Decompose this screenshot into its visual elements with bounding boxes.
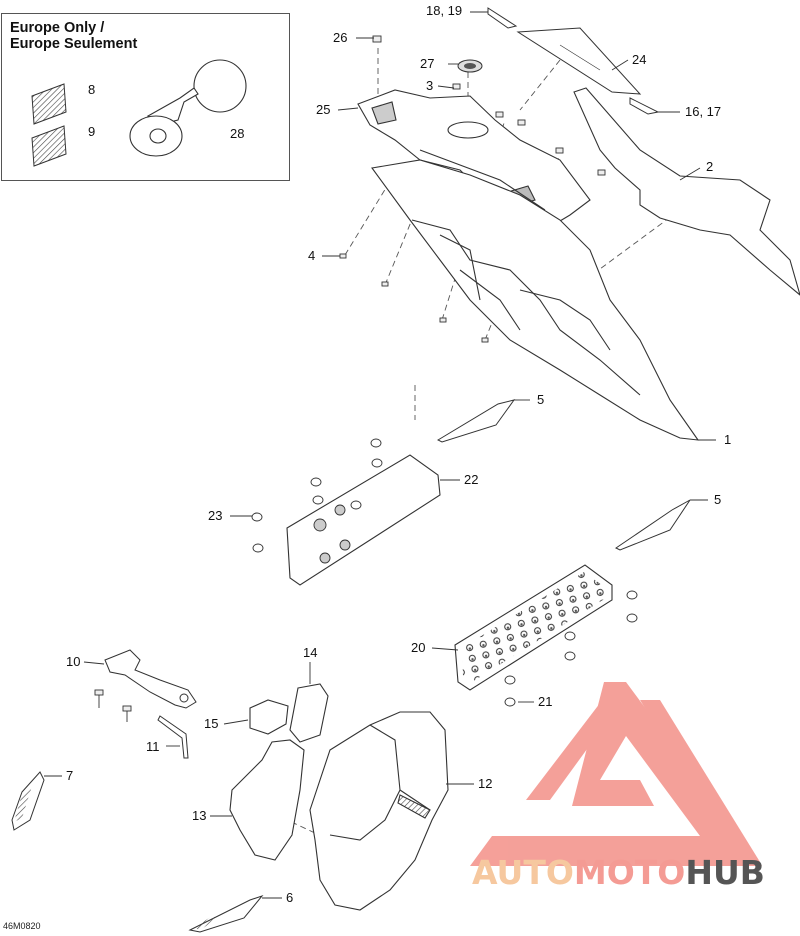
callout-15: 15 [204,716,219,731]
callout-20: 20 [411,640,426,655]
callout-6: 6 [286,890,294,905]
callout-7: 7 [66,768,74,783]
europe-inset: Europe Only / Europe Seulement [1,13,290,181]
console-screws [339,35,606,343]
callout-2: 2 [706,159,714,174]
callout-23: 23 [208,508,223,523]
grip-plate-20 [454,564,613,691]
callout-5b: 5 [714,492,722,507]
watermark-moto: MOTO [573,853,686,892]
plate-22 [286,454,441,586]
bracket-13 [229,739,305,861]
callout-8: 8 [88,82,96,97]
hex-key-11 [157,715,189,759]
callout-14: 14 [303,645,318,660]
pad-15 [249,699,289,735]
decal-16-17 [629,97,660,115]
pad-14 [289,683,329,743]
callout-12: 12 [478,776,493,791]
watermark-brand: AUTOMOTOHUB [472,855,765,891]
nuts-23 [251,438,383,553]
callout-1: 1 [724,432,732,447]
decal-7 [11,771,45,831]
gauge-cap-27 [457,59,483,73]
inset-title-line2: Europe Seulement [10,36,138,52]
callout-5a: 5 [537,392,545,407]
inset-drawing [31,59,247,167]
decal-18-19 [487,7,518,29]
decal-5a [436,399,516,443]
decal-7-hatch [14,786,32,822]
reflector-8-icon [31,83,67,125]
watermark-auto: AUTO [472,853,574,892]
sticker-2 [573,87,800,296]
reflector-9-icon [31,125,67,167]
callout-22: 22 [464,472,479,487]
upper-console-25 [357,89,591,231]
callout-24: 24 [632,52,647,67]
spanner-tool-10 [104,649,197,709]
callout-13: 13 [192,808,207,823]
callout-28: 28 [230,126,245,141]
decal-5b [615,499,691,551]
callout-11: 11 [146,739,160,754]
callout-10: 10 [66,654,81,669]
callout-3: 3 [426,78,434,93]
decal-24 [516,27,642,95]
drawing-code: 46M0820 [3,921,41,931]
watermark-hub: HUB [685,853,765,892]
nuts-21 [504,590,638,707]
callout-4: 4 [308,248,316,263]
callout-21: 21 [538,694,553,709]
callout-18-19: 18, 19 [426,3,463,18]
callout-16-17: 16, 17 [685,104,722,119]
inset-title-line1: Europe Only / [10,20,105,36]
callout-27: 27 [420,56,435,71]
bolts-10 [94,689,132,722]
inset-title: Europe Only / Europe Seulement [10,20,137,52]
watermark-logo-icon [470,682,762,866]
callout-9: 9 [88,124,96,139]
horn-28-icon [129,59,247,157]
callout-25: 25 [316,102,331,117]
decal-6-hatch [194,916,218,930]
storage-box-12 [309,711,449,911]
callout-26: 26 [333,30,348,45]
